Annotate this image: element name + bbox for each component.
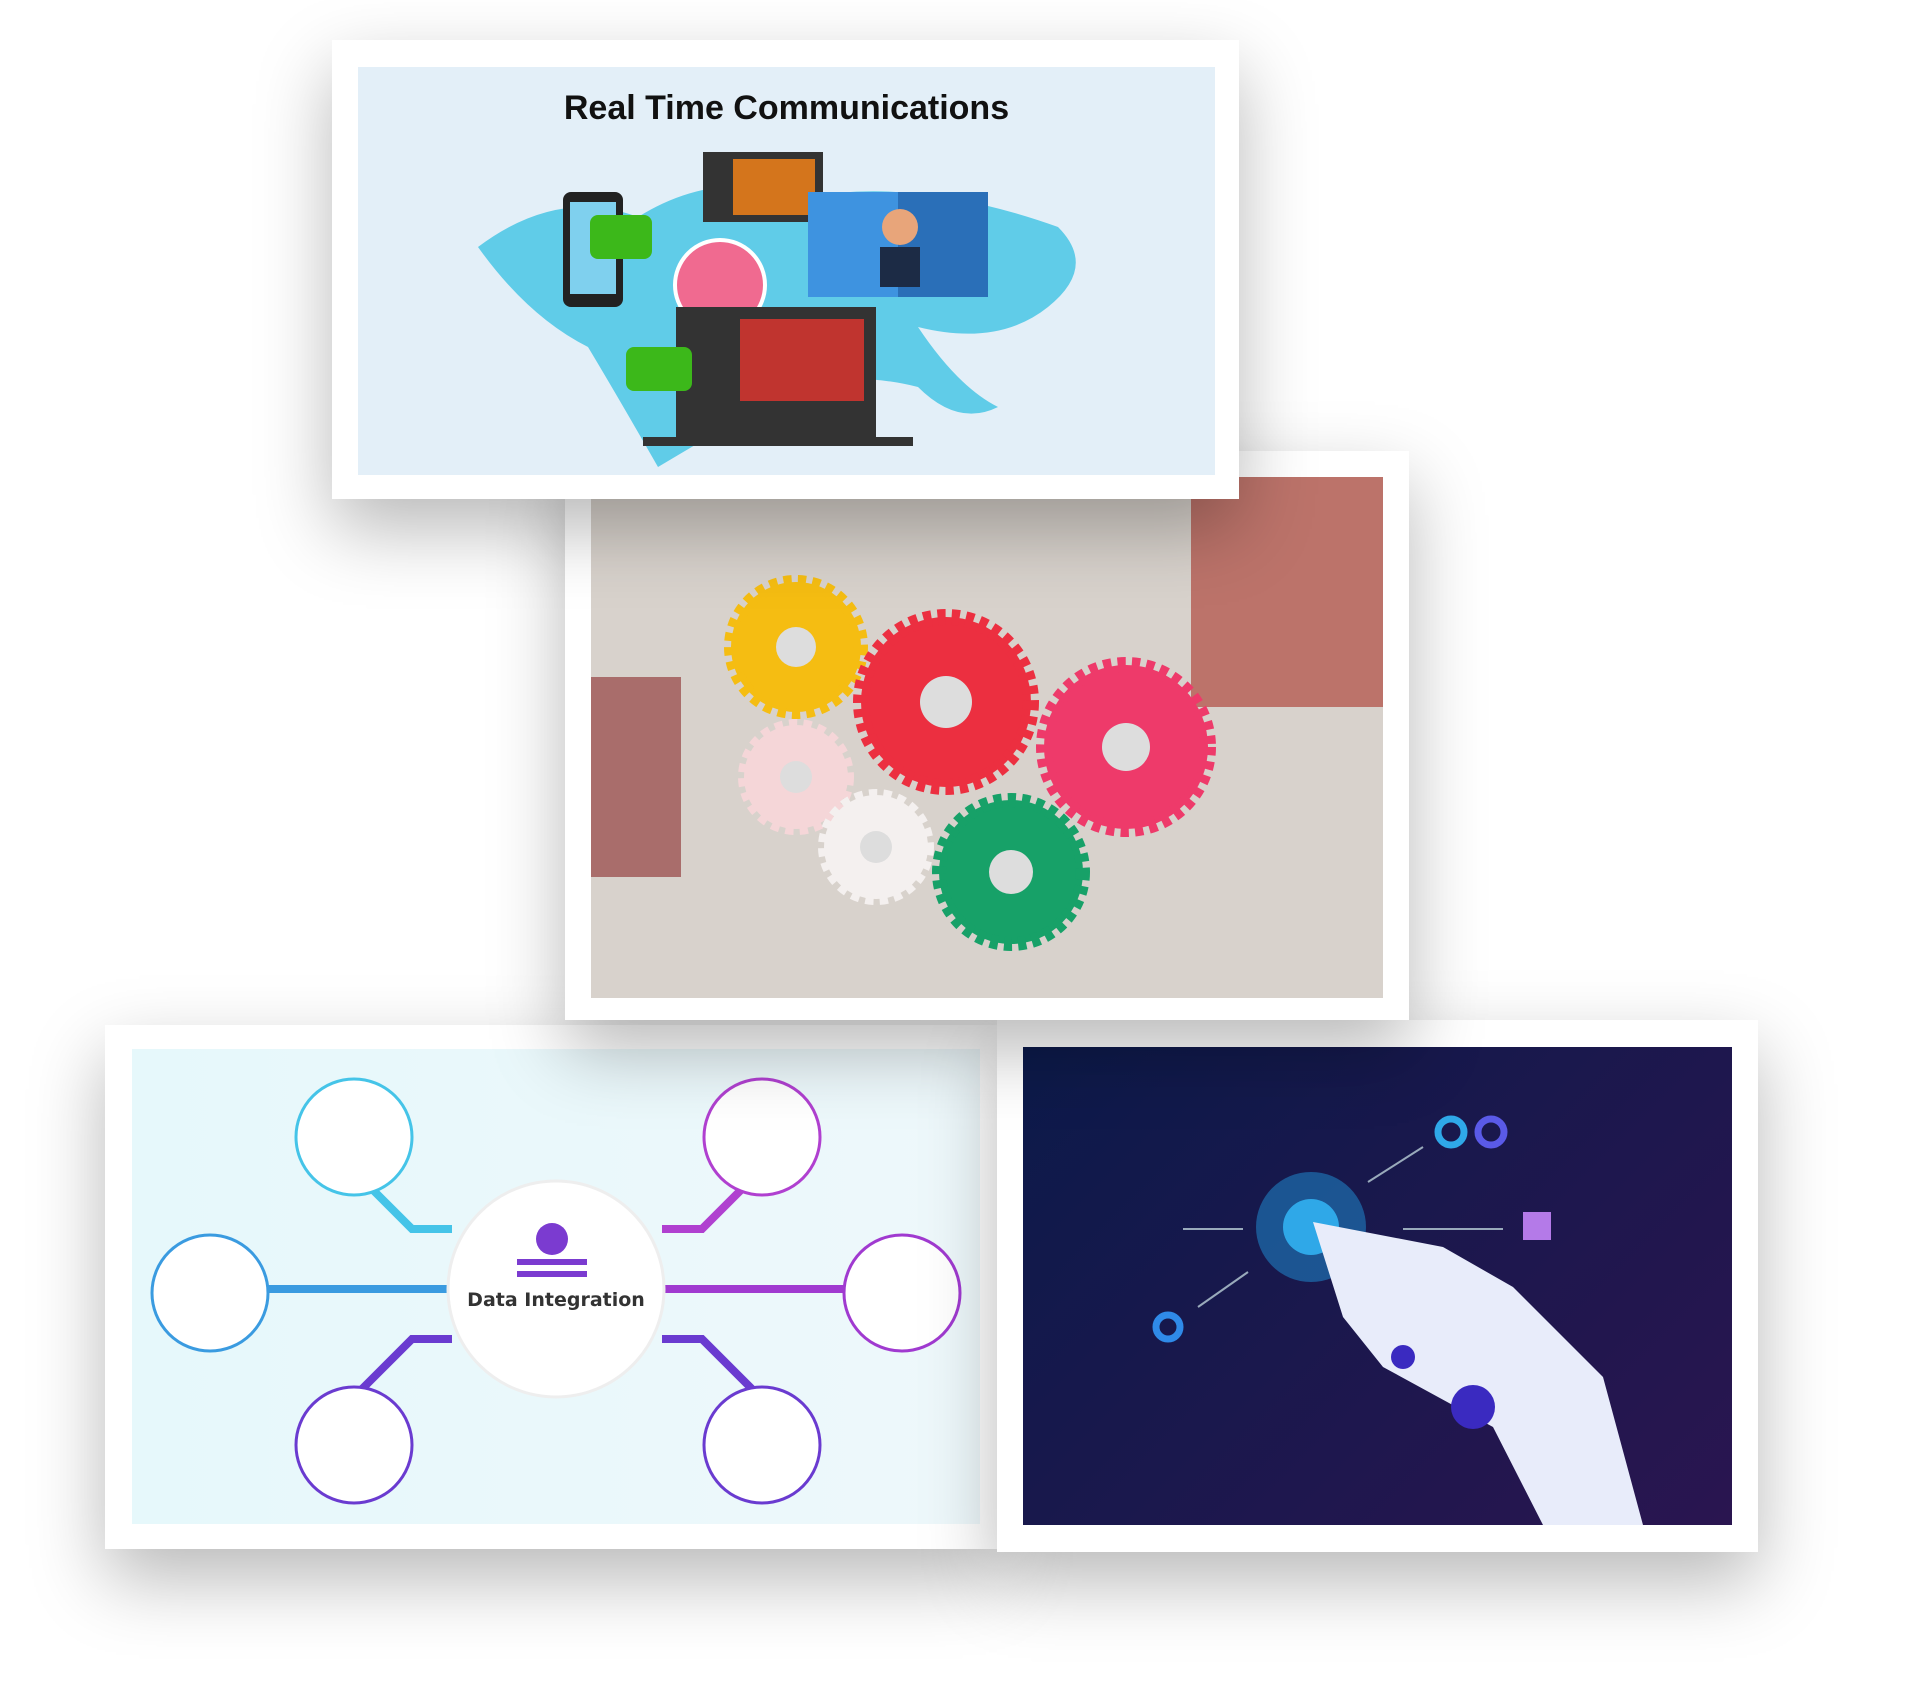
finance-node <box>294 1385 414 1505</box>
growth-chart-node <box>702 1385 822 1505</box>
center-node <box>446 1179 666 1399</box>
teamwork-gears-photo <box>591 477 1383 998</box>
ai-robot-hand-image <box>1023 1047 1732 1525</box>
teamwork-gears-card[interactable] <box>565 451 1409 1020</box>
database-node <box>294 1077 414 1197</box>
settings-node <box>702 1077 822 1197</box>
data-integration-label: Data Integration <box>467 1289 645 1311</box>
robot-hand <box>1313 1222 1643 1525</box>
real-time-communications-card[interactable]: Real Time Communications <box>332 40 1239 499</box>
gears-illustration <box>591 477 1383 998</box>
data-integration-diagram <box>150 1077 962 1505</box>
report-node <box>150 1233 270 1353</box>
data-integration-image: Data Integration <box>132 1049 980 1524</box>
team-node <box>842 1233 962 1353</box>
chat-bubble-icon <box>590 215 652 259</box>
data-integration-card[interactable]: Data Integration <box>105 1025 997 1549</box>
chip-icon <box>1523 1212 1551 1240</box>
gear-icon <box>536 1223 568 1255</box>
ai-robot-hand-card[interactable] <box>997 1020 1758 1552</box>
image-title: Real Time Communications <box>563 89 1010 127</box>
communications-illustration <box>478 152 1076 467</box>
robot-hand-illustration <box>1152 1115 1643 1525</box>
chat-bubble-icon <box>626 347 692 391</box>
real-time-communications-image: Real Time Communications <box>358 67 1215 475</box>
